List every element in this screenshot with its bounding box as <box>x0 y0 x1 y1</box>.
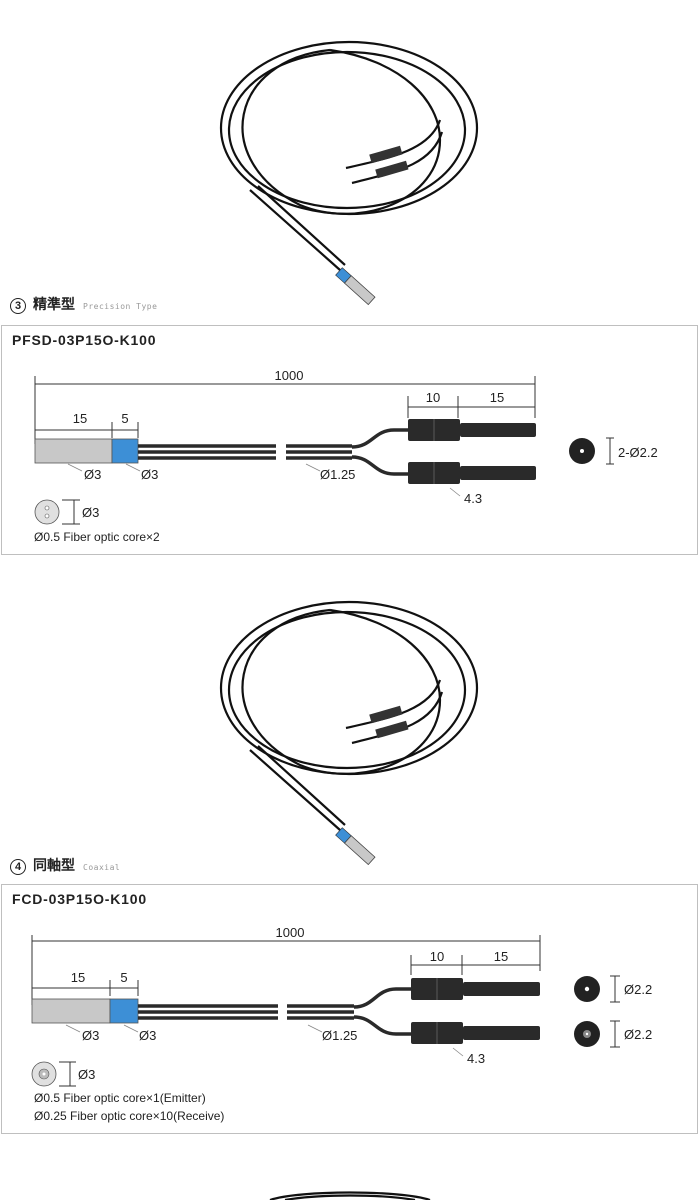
section-number: 3 <box>10 298 26 314</box>
dimension-drawing: 1000 10 15 15 5 Ø3 Ø3 Ø1.25 4.3 2-Ø2.2 Ø… <box>34 368 658 525</box>
dim-connector-10: 10 <box>426 390 440 405</box>
dim-sleeve-diameter: Ø3 <box>139 1028 156 1043</box>
model-number: FCD-03P15O-K100 <box>12 891 147 907</box>
fiber-cable-illustration <box>219 600 479 865</box>
dim-head-15: 15 <box>73 411 87 426</box>
end-face-label-emitter: Ø2.2 <box>624 982 652 997</box>
core-note: Ø0.5 Fiber optic core×1(Emitter) <box>34 1091 206 1105</box>
dim-cable-diameter: Ø1.25 <box>320 467 355 482</box>
section-name: 同軸型 <box>33 857 75 873</box>
dim-probe-diameter: Ø3 <box>82 1028 99 1043</box>
dimension-drawing: 1000 10 15 15 5 Ø3 Ø3 Ø1.25 4.3 Ø2.2 Ø2.… <box>31 925 652 1087</box>
end-face-label: 2-Ø2.2 <box>618 445 658 460</box>
dim-head-15: 15 <box>71 970 85 985</box>
section-title: 4 同軸型 Coaxial <box>10 855 120 875</box>
core-note: Ø0.5 Fiber optic core×2 <box>34 530 160 544</box>
dim-connector-size: 4.3 <box>467 1051 485 1066</box>
section-subtitle: Coaxial <box>83 863 121 872</box>
section-title: 3 精準型 Precision Type <box>10 294 157 314</box>
probe-face-label: Ø3 <box>78 1067 95 1082</box>
spec-box: FCD-03P15O-K100 <box>1 884 698 1134</box>
dim-connector-10: 10 <box>430 949 444 964</box>
section-name: 精準型 <box>33 296 75 312</box>
dim-head-5: 5 <box>120 970 127 985</box>
dim-connector-size: 4.3 <box>464 491 482 506</box>
section-number: 4 <box>10 859 26 875</box>
end-face-label-receiver: Ø2.2 <box>624 1027 652 1042</box>
probe-face-label: Ø3 <box>82 505 99 520</box>
dim-total: 1000 <box>275 368 304 383</box>
dim-probe-diameter: Ø3 <box>84 467 101 482</box>
dim-cable-diameter: Ø1.25 <box>322 1028 357 1043</box>
fiber-cable-illustration <box>219 40 479 306</box>
core-note: Ø0.25 Fiber optic core×10(Receive) <box>34 1109 225 1123</box>
section-subtitle: Precision Type <box>83 302 158 311</box>
fiber-cable-illustration-partial <box>269 1191 431 1200</box>
dim-head-5: 5 <box>121 411 128 426</box>
dim-tail-15: 15 <box>494 949 508 964</box>
dim-sleeve-diameter: Ø3 <box>141 467 158 482</box>
dim-tail-15: 15 <box>490 390 504 405</box>
spec-box: PFSD-03P15O-K100 <box>1 325 698 555</box>
dim-total: 1000 <box>276 925 305 940</box>
model-number: PFSD-03P15O-K100 <box>12 332 157 348</box>
